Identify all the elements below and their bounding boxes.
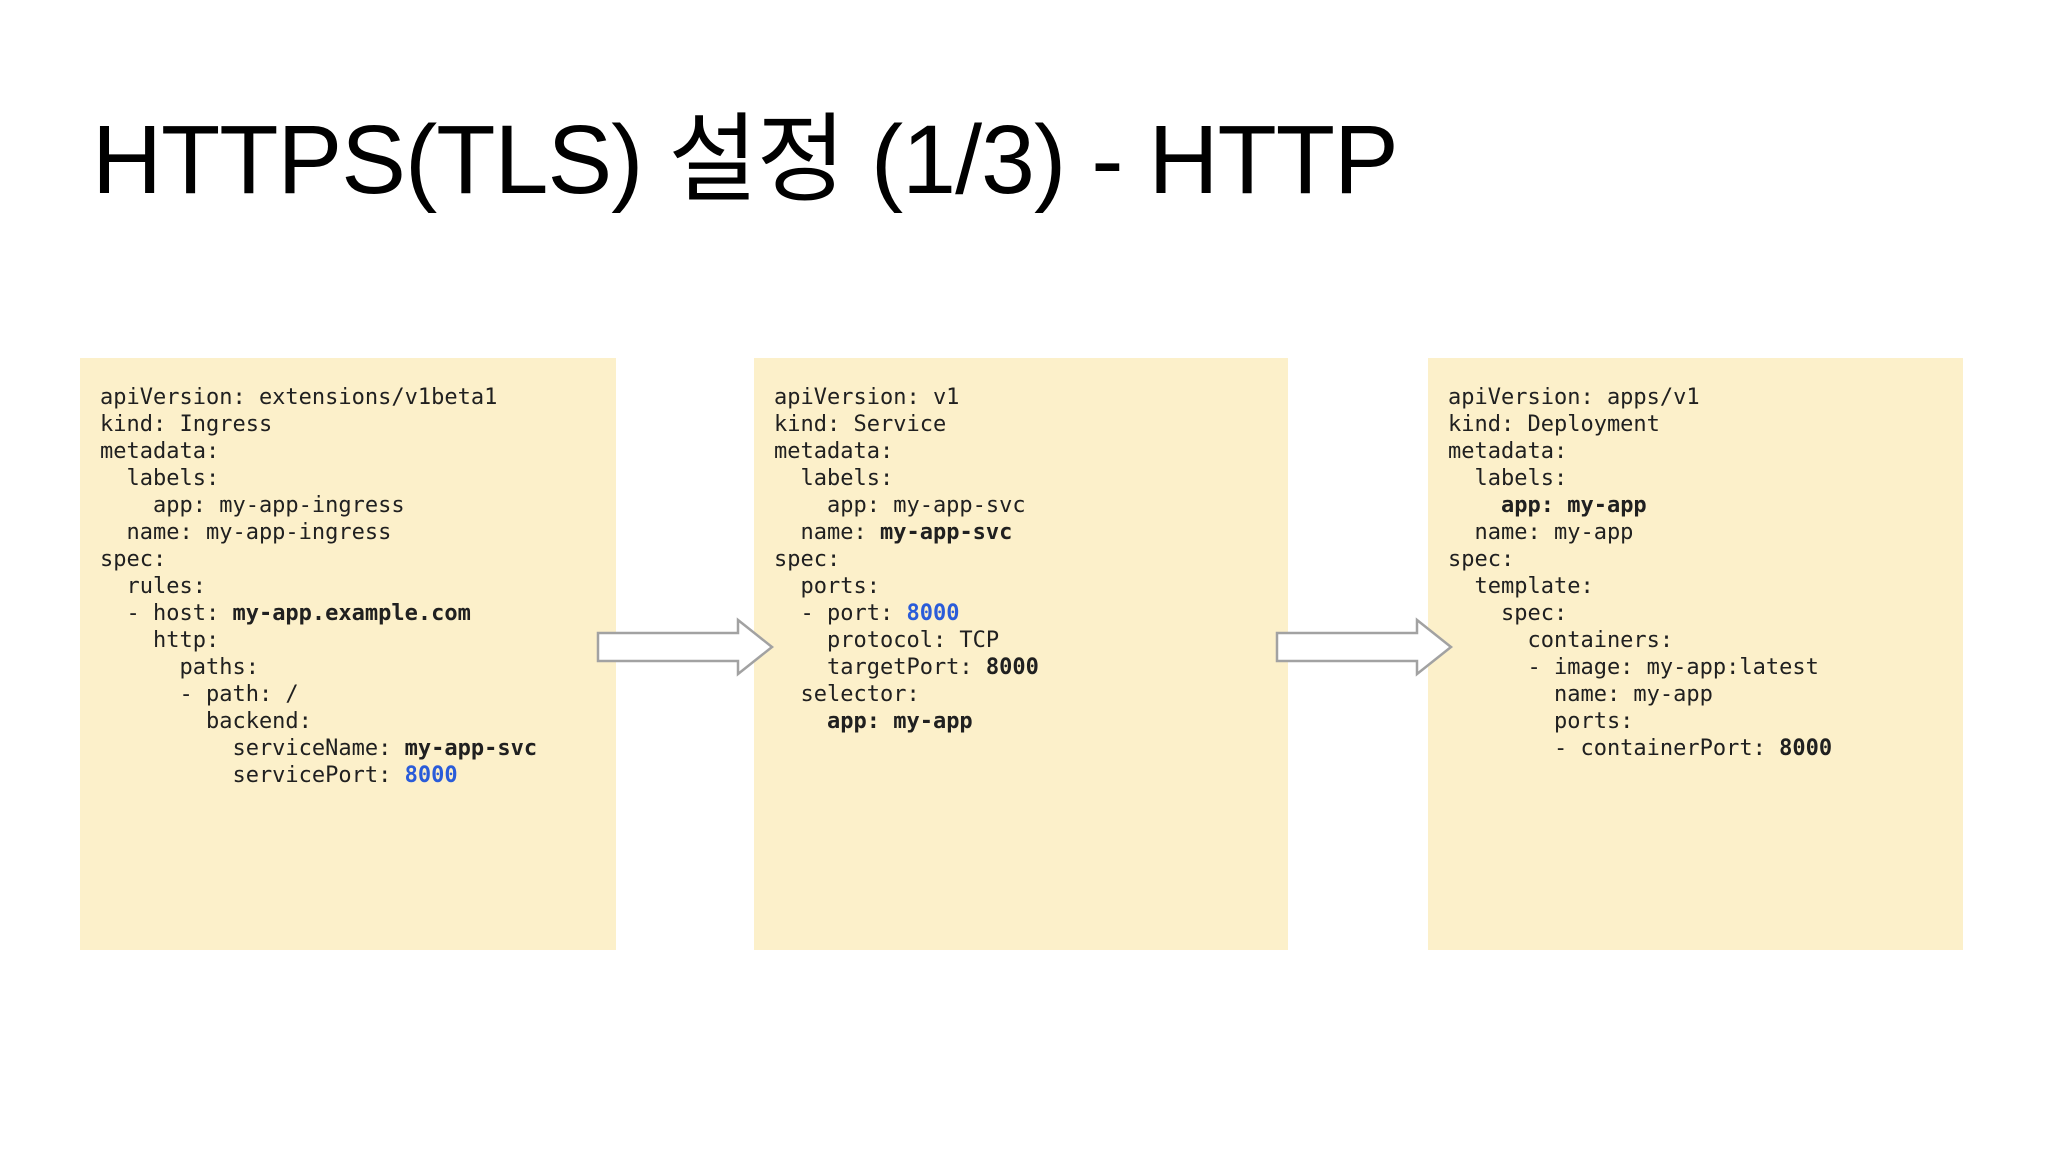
yaml-line: selector: — [774, 682, 920, 707]
yaml-line: app: my-app — [1500, 493, 1647, 518]
yaml-line: - containerPort: 8000 — [1448, 736, 1833, 761]
yaml-line: metadata: — [100, 439, 220, 464]
yaml-line: app: my-app — [826, 709, 973, 734]
yaml-line: - port: 8000 — [774, 601, 960, 626]
yaml-line: labels: — [100, 466, 220, 491]
yaml-line: - image: my-app:latest — [1448, 655, 1819, 680]
flow-arrow-icon — [596, 617, 775, 677]
yaml-line: metadata: — [1448, 439, 1568, 464]
yaml-line: ports: — [774, 574, 880, 599]
yaml-line: targetPort: 8000 — [774, 655, 1039, 680]
yaml-line: app: my-app-ingress — [100, 493, 405, 518]
yaml-line: ports: — [1448, 709, 1634, 734]
yaml-line: name: my-app — [1448, 520, 1634, 545]
yaml-line: metadata: — [774, 439, 894, 464]
yaml-line: kind: Service — [774, 412, 947, 437]
yaml-line: kind: Deployment — [1448, 412, 1660, 437]
yaml-line: app: my-app-svc — [774, 493, 1026, 518]
yaml-line: spec: — [774, 547, 841, 572]
yaml-line: apiVersion: extensions/v1beta1 — [100, 385, 498, 410]
yaml-line: name: my-app-ingress — [100, 520, 392, 545]
yaml-line: spec: — [100, 547, 167, 572]
yaml-line: apiVersion: v1 — [774, 385, 960, 410]
yaml-line: serviceName: my-app-svc — [100, 736, 538, 761]
yaml-line: protocol: TCP — [774, 628, 1000, 653]
yaml-line: name: my-app-svc — [774, 520, 1013, 545]
yaml-line: paths: — [100, 655, 259, 680]
yaml-line: apiVersion: apps/v1 — [1448, 385, 1700, 410]
yaml-line: labels: — [774, 466, 894, 491]
page-title: HTTPS(TLS) 설정 (1/3) - HTTP — [92, 105, 1399, 214]
yaml-line: http: — [100, 628, 220, 653]
yaml-line: template: — [1448, 574, 1594, 599]
yaml-line: labels: — [1448, 466, 1568, 491]
yaml-line: kind: Ingress — [100, 412, 273, 437]
flow-arrow-icon — [1275, 617, 1454, 677]
yaml-line: rules: — [100, 574, 206, 599]
yaml-line: backend: — [100, 709, 312, 734]
yaml-line: containers: — [1448, 628, 1674, 653]
yaml-line: spec: — [1448, 547, 1515, 572]
yaml-line: - path: / — [100, 682, 299, 707]
yaml-line: name: my-app — [1448, 682, 1713, 707]
yaml-line: - host: my-app.example.com — [100, 601, 471, 626]
yaml-line: spec: — [1448, 601, 1568, 626]
yaml-line: servicePort: 8000 — [100, 763, 458, 788]
